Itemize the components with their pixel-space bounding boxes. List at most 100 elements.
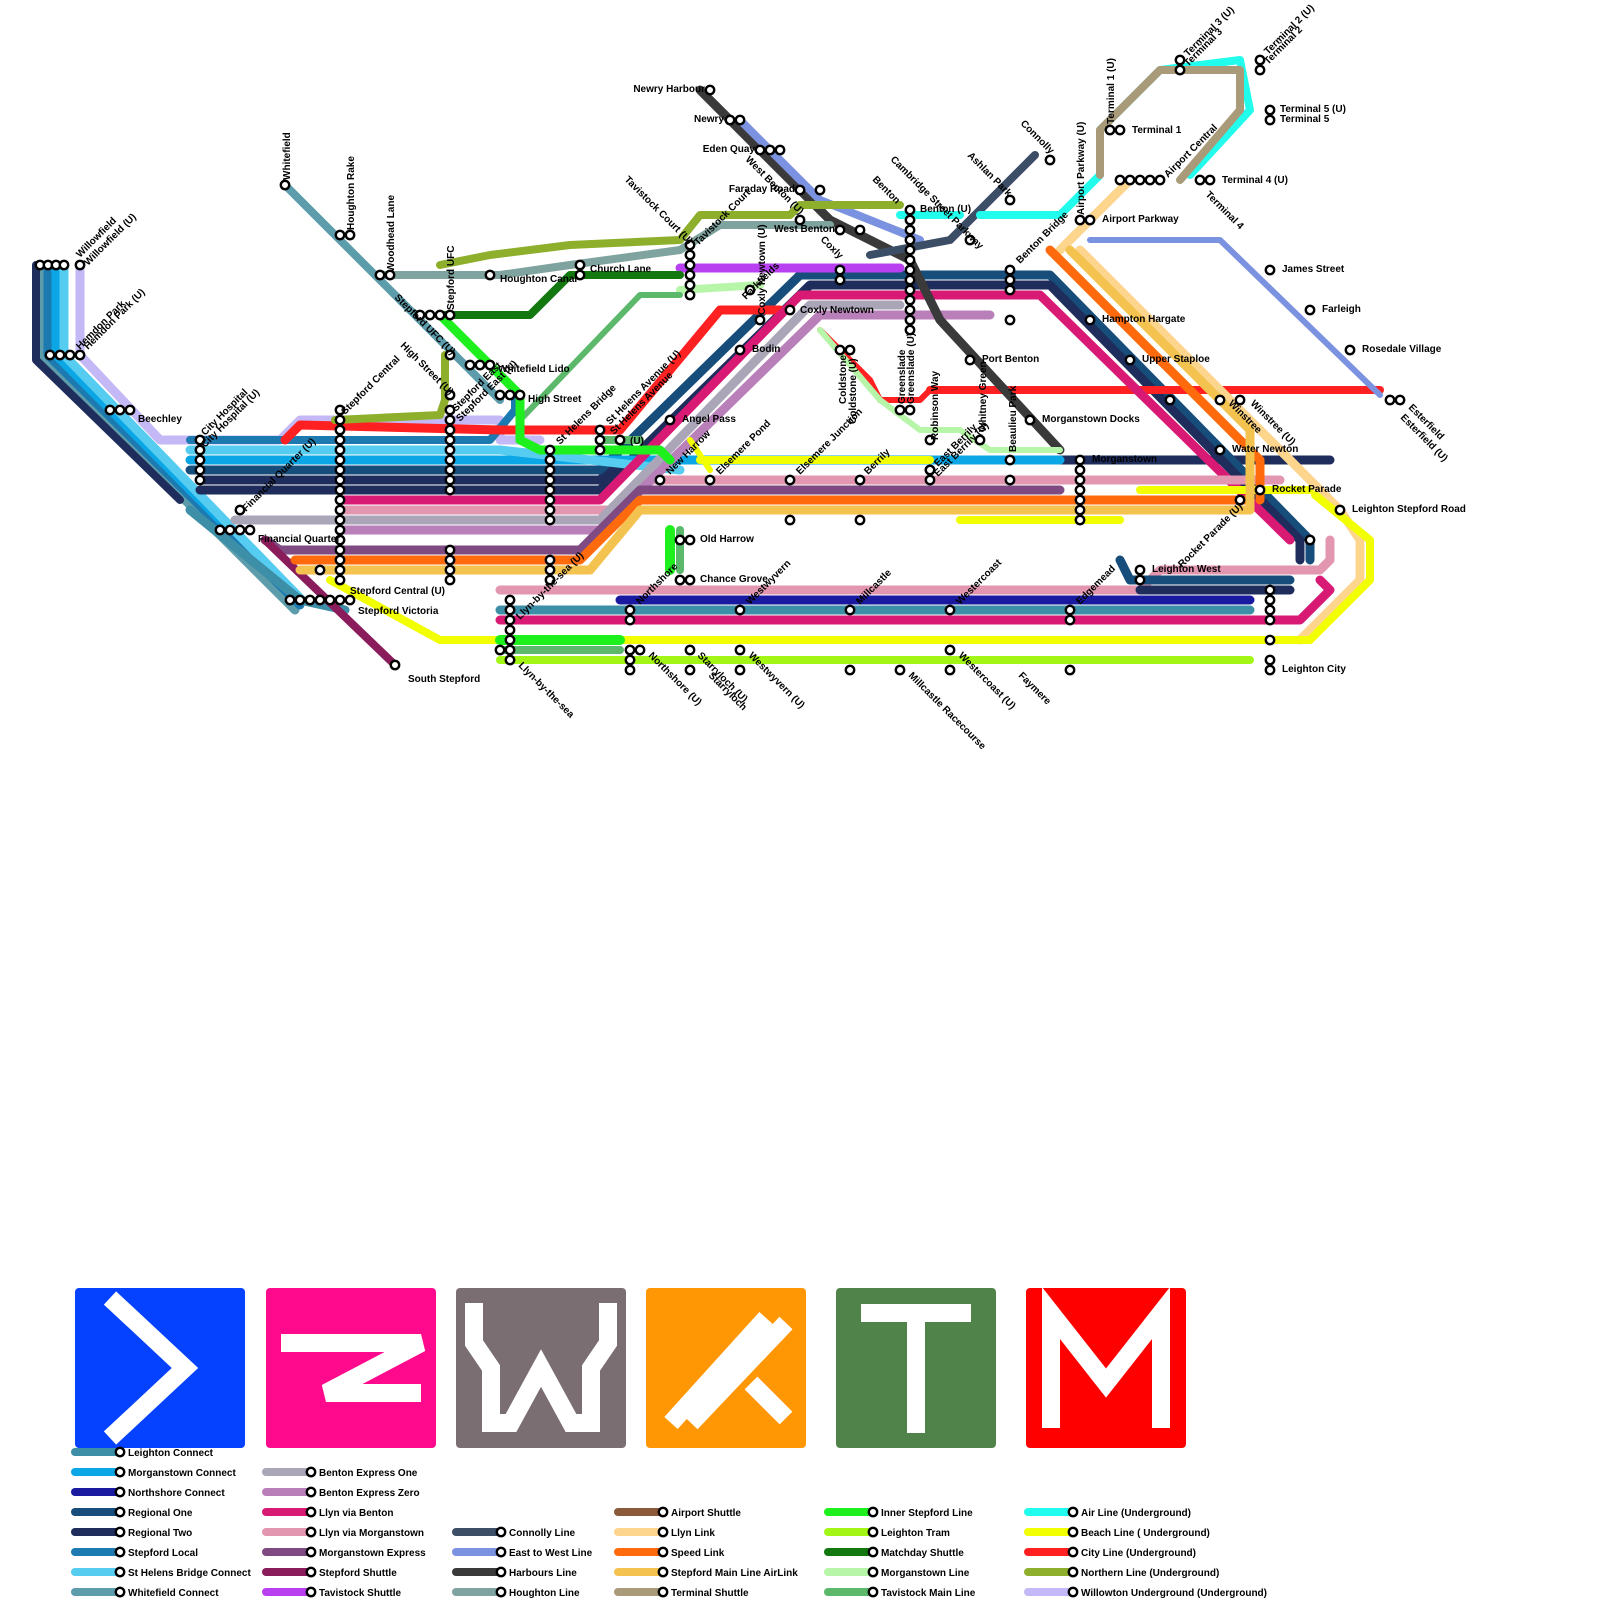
station-dot[interactable]	[904, 264, 916, 276]
station-dot[interactable]	[334, 229, 346, 241]
station-dot[interactable]	[444, 544, 456, 556]
station-dot[interactable]	[444, 574, 456, 586]
station-label-rosedale-village-29[interactable]: Rosedale Village	[1362, 344, 1442, 355]
station-dot[interactable]	[544, 464, 556, 476]
station-dot[interactable]	[904, 204, 916, 216]
station-dot[interactable]	[1254, 484, 1266, 496]
station-dot[interactable]	[904, 324, 916, 336]
station-dot[interactable]	[374, 269, 386, 281]
station-dot[interactable]	[544, 574, 556, 586]
station-dot[interactable]	[304, 594, 316, 606]
station-dot[interactable]	[54, 349, 66, 361]
station-dot[interactable]	[444, 454, 456, 466]
station-dot[interactable]	[1264, 604, 1276, 616]
station-dot[interactable]	[504, 624, 516, 636]
station-dot[interactable]	[964, 354, 976, 366]
station-label-newry-1[interactable]: Newry	[694, 114, 724, 125]
station-dot[interactable]	[334, 564, 346, 576]
station-dot[interactable]	[1004, 264, 1016, 276]
station-label-stepford-ufc-89[interactable]: Stepford UFC	[446, 246, 457, 310]
station-dot[interactable]	[544, 474, 556, 486]
station-dot[interactable]	[1074, 464, 1086, 476]
station-label-rocket-parade-41[interactable]: Rocket Parade	[1272, 484, 1342, 495]
station-dot[interactable]	[904, 304, 916, 316]
station-dot[interactable]	[1084, 214, 1096, 226]
station-dot[interactable]	[904, 314, 916, 326]
station-dot[interactable]	[904, 284, 916, 296]
station-label-airport-parkway-u-14[interactable]: Airport Parkway (U)	[1076, 122, 1087, 215]
station-dot[interactable]	[674, 574, 686, 586]
station-dot[interactable]	[1124, 354, 1136, 366]
station-label-whitefield-88[interactable]: Whitefield	[282, 132, 293, 180]
station-dot[interactable]	[194, 454, 206, 466]
station-dot[interactable]	[834, 344, 846, 356]
station-dot[interactable]	[334, 594, 346, 606]
station-label-llyn-by-the-sea-58[interactable]: Llyn-by-the-sea	[516, 660, 576, 720]
station-label-leighton-west-44[interactable]: Leighton West	[1152, 564, 1221, 575]
station-dot[interactable]	[1004, 314, 1016, 326]
station-dot[interactable]	[1004, 474, 1016, 486]
station-dot[interactable]	[334, 484, 346, 496]
station-dot[interactable]	[414, 309, 426, 321]
station-dot[interactable]	[334, 444, 346, 456]
station-label-elsemere-pond-62[interactable]: Elsemere Pond	[714, 418, 773, 477]
station-dot[interactable]	[494, 644, 506, 656]
station-dot[interactable]	[504, 654, 516, 666]
station-label-bodin-74[interactable]: Bodin	[752, 344, 780, 355]
station-dot[interactable]	[334, 424, 346, 436]
station-dot[interactable]	[474, 359, 486, 371]
station-dot[interactable]	[44, 349, 56, 361]
station-dot[interactable]	[424, 309, 436, 321]
station-dot[interactable]	[904, 404, 916, 416]
station-dot[interactable]	[1004, 274, 1016, 286]
station-dot[interactable]	[684, 249, 696, 261]
station-dot[interactable]	[834, 224, 846, 236]
station-dot[interactable]	[344, 229, 356, 241]
station-dot[interactable]	[764, 144, 776, 156]
station-dot[interactable]	[279, 179, 291, 191]
station-dot[interactable]	[334, 514, 346, 526]
station-dot[interactable]	[324, 594, 336, 606]
station-label-coldstone-u-73[interactable]: Coldstone (U)	[848, 358, 859, 424]
station-dot[interactable]	[444, 404, 456, 416]
station-dot[interactable]	[834, 264, 846, 276]
station-label-coxly-newtown-8[interactable]: Coxly Newtown	[800, 305, 874, 316]
station-dot[interactable]	[504, 644, 516, 656]
station-dot[interactable]	[344, 594, 356, 606]
station-dot[interactable]	[1264, 654, 1276, 666]
station-dot[interactable]	[724, 114, 736, 126]
station-dot[interactable]	[1074, 484, 1086, 496]
station-dot[interactable]	[734, 604, 746, 616]
station-label-terminal-3-u-18[interactable]: Terminal 3 (U)	[1182, 5, 1236, 59]
station-dot[interactable]	[544, 454, 556, 466]
station-label-stepford-central-u-97[interactable]: Stepford Central (U)	[350, 586, 445, 597]
station-dot[interactable]	[1134, 174, 1146, 186]
station-dot[interactable]	[334, 464, 346, 476]
station-dot[interactable]	[624, 654, 636, 666]
station-dot[interactable]	[904, 294, 916, 306]
station-label-newry-harbour-0[interactable]: Newry Harbour	[633, 84, 705, 95]
station-dot[interactable]	[504, 614, 516, 626]
station-dot[interactable]	[624, 664, 636, 676]
station-dot[interactable]	[654, 474, 666, 486]
station-dot[interactable]	[334, 554, 346, 566]
station-label-faymere-49[interactable]: Faymere	[1016, 670, 1053, 707]
station-dot[interactable]	[664, 414, 676, 426]
station-dot[interactable]	[574, 259, 586, 271]
station-dot[interactable]	[434, 309, 446, 321]
station-dot[interactable]	[294, 594, 306, 606]
station-dot[interactable]	[1234, 494, 1246, 506]
station-label-financial-quarter-100[interactable]: Financial Quarter	[258, 534, 340, 545]
station-dot[interactable]	[844, 664, 856, 676]
station-dot[interactable]	[844, 604, 856, 616]
station-dot[interactable]	[334, 504, 346, 516]
station-dot[interactable]	[754, 314, 766, 326]
station-dot[interactable]	[244, 524, 256, 536]
station-dot[interactable]	[544, 494, 556, 506]
station-label-benton-u-10[interactable]: Benton (U)	[920, 204, 971, 215]
station-dot[interactable]	[504, 594, 516, 606]
station-dot[interactable]	[1384, 394, 1396, 406]
station-dot[interactable]	[1264, 614, 1276, 626]
station-dot[interactable]	[444, 484, 456, 496]
station-label-upper-staploe-34[interactable]: Upper Staploe	[1142, 354, 1210, 365]
